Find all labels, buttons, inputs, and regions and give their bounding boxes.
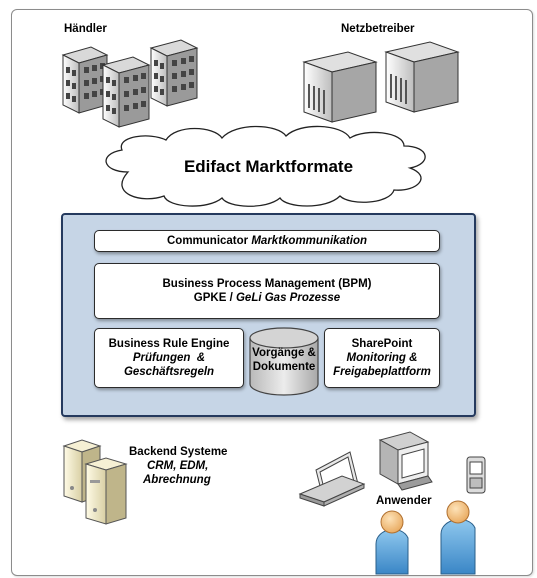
bpm-box: Business Process Management (BPM) GPKE /… — [94, 263, 440, 319]
backend-label: Backend Systeme CRM, EDM, Abrechnung — [129, 445, 227, 487]
bpm-geli: GeLi Gas Prozesse — [235, 292, 341, 304]
sharepoint-title: SharePoint — [351, 338, 413, 350]
edifact-cloud-shape — [105, 125, 426, 207]
netzbetreiber-buildings-icon — [302, 41, 460, 123]
communicator-name: Communicator — [166, 235, 249, 247]
sharepoint-desc-2: Freigabeplattform — [333, 366, 431, 378]
database-cylinder-icon — [249, 327, 319, 396]
bpm-gpke: GPKE / — [193, 292, 236, 304]
mobile-phone-icon — [466, 456, 486, 494]
backend-line-1: CRM, EDM, — [147, 460, 209, 472]
edifact-cloud-label: Edifact Marktformate — [183, 157, 354, 176]
business-rule-engine-box: Business Rule Engine Prüfungen & Geschäf… — [94, 328, 244, 388]
database-line-1: Vorgänge & — [252, 347, 316, 359]
user-icon — [375, 510, 409, 575]
backend-servers-icon — [62, 439, 128, 525]
database-label: Vorgänge & Dokumente — [246, 346, 322, 374]
communicator-desc: Marktkommunikation — [251, 235, 368, 247]
laptop-icon — [298, 451, 366, 507]
netzbetreiber-label: Netzbetreiber — [341, 23, 415, 35]
anwender-label: Anwender — [376, 495, 432, 507]
bpm-title: Business Process Management (BPM) — [162, 278, 372, 290]
communicator-box: Communicator Marktkommunikation — [94, 230, 440, 252]
backend-title: Backend Systeme — [129, 446, 228, 458]
haendler-buildings-icon — [61, 39, 199, 128]
bre-title: Business Rule Engine — [108, 338, 230, 350]
monitor-icon — [378, 431, 433, 491]
backend-line-2: Abrechnung — [143, 474, 211, 486]
sharepoint-box: SharePoint Monitoring & Freigabeplattfor… — [324, 328, 440, 388]
haendler-label: Händler — [64, 23, 107, 35]
bre-desc-2: Geschäftsregeln — [123, 366, 215, 378]
bre-desc-1: Prüfungen & — [132, 352, 206, 364]
database-line-2: Dokumente — [252, 361, 316, 373]
sharepoint-desc-1: Monitoring & — [346, 352, 418, 364]
user-icon — [440, 500, 476, 575]
